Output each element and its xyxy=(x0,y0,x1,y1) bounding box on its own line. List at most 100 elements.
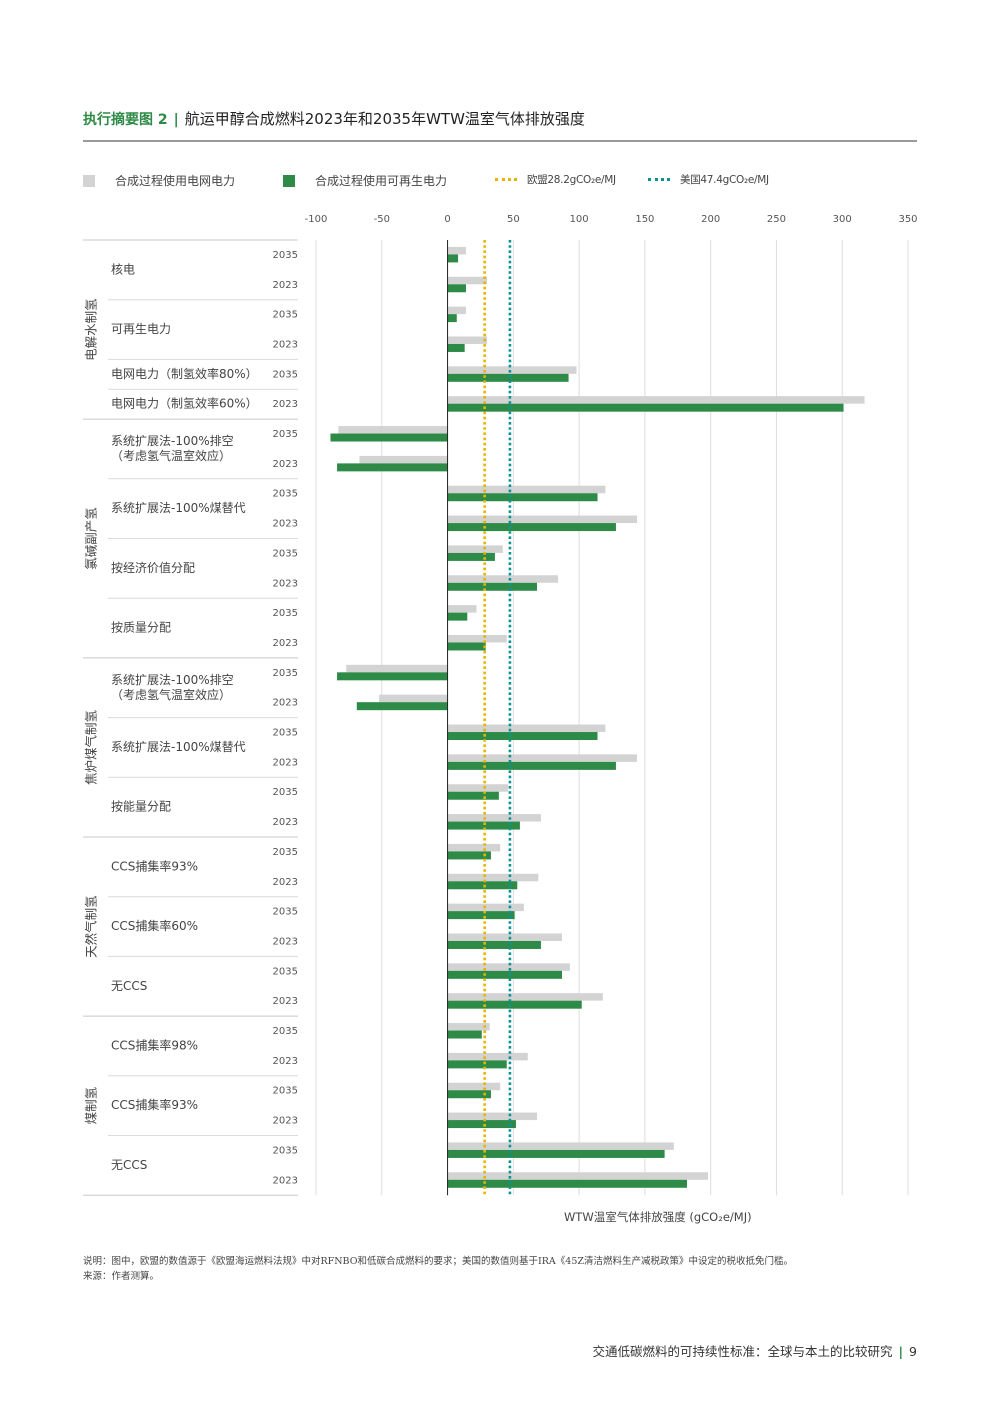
chart-notes: 说明：图中，欧盟的数值源于《欧盟海运燃料法规》中对RFNBO和低碳合成燃料的要求… xyxy=(83,1254,793,1284)
year-label: 2035 xyxy=(273,429,298,440)
legend-item-renewable: 合成过程使用可再生电力 xyxy=(283,172,447,189)
bar-grid-electricity xyxy=(447,634,507,643)
bar-grid-electricity xyxy=(447,396,865,404)
bar-renewable-electricity xyxy=(447,1060,507,1069)
bar-renewable-electricity xyxy=(356,702,448,711)
item-label: 系统扩展法-100%排空 xyxy=(111,434,234,448)
year-label: 2035 xyxy=(273,668,298,679)
page-footer: 交通低碳燃料的可持续性标准：全球与本土的比较研究 | 9 xyxy=(592,1341,917,1360)
legend-item-grid: 合成过程使用电网电力 xyxy=(83,172,235,189)
title-separator: | xyxy=(173,112,179,128)
year-label: 2023 xyxy=(273,578,298,589)
item-label: 按质量分配 xyxy=(111,621,171,635)
bar-renewable-electricity xyxy=(447,911,515,920)
bar-renewable-electricity xyxy=(447,851,491,860)
year-label: 2035 xyxy=(273,489,298,500)
year-label: 2035 xyxy=(273,548,298,559)
bar-renewable-electricity xyxy=(447,940,541,949)
bar-renewable-electricity xyxy=(447,642,486,651)
item-label: CCS捕集率60% xyxy=(111,918,198,933)
legend-item-eu: 欧盟28.2gCO₂e/MJ xyxy=(495,172,616,187)
bar-grid-electricity xyxy=(447,843,501,852)
page-number: 9 xyxy=(909,1344,917,1359)
year-label: 2035 xyxy=(273,847,298,858)
year-label: 2023 xyxy=(273,638,298,649)
item-label: 系统扩展法-100%排空 xyxy=(111,673,234,687)
bar-renewable-electricity xyxy=(447,881,518,890)
item-label: 无CCS xyxy=(111,979,147,993)
bar-grid-electricity xyxy=(447,1142,674,1150)
bar-grid-electricity xyxy=(447,933,563,941)
bar-renewable-electricity xyxy=(447,254,459,263)
year-label: 2023 xyxy=(273,877,298,888)
bar-renewable-electricity xyxy=(447,373,569,382)
legend-label-grid: 合成过程使用电网电力 xyxy=(115,174,236,188)
x-tick-label: 100 xyxy=(570,214,589,225)
bar-grid-electricity xyxy=(447,575,559,583)
figure-tag: 执行摘要图 2 xyxy=(83,112,168,128)
footer-text: 交通低碳燃料的可持续性标准：全球与本土的比较研究 xyxy=(592,1344,893,1359)
x-tick-label: -50 xyxy=(374,214,390,225)
year-label: 2035 xyxy=(273,728,298,739)
year-label: 2035 xyxy=(273,1086,298,1097)
bar-renewable-electricity xyxy=(447,970,563,979)
item-label: 电网电力（制氢效率80%） xyxy=(111,366,258,381)
bar-grid-electricity xyxy=(447,306,466,315)
bar-grid-electricity xyxy=(447,993,603,1001)
year-label: 2035 xyxy=(273,787,298,798)
bar-renewable-electricity xyxy=(447,1149,665,1158)
bar-grid-electricity xyxy=(447,814,541,822)
bar-renewable-electricity xyxy=(447,314,457,323)
bar-grid-electricity xyxy=(447,784,509,792)
bar-grid-electricity xyxy=(346,664,448,673)
x-tick-label: 300 xyxy=(833,214,852,225)
bar-renewable-electricity xyxy=(447,582,538,591)
bar-grid-electricity xyxy=(447,366,577,374)
bar-renewable-electricity xyxy=(447,1030,482,1039)
bar-grid-electricity xyxy=(447,485,606,494)
bar-renewable-electricity xyxy=(447,1000,582,1009)
year-label: 2023 xyxy=(273,757,298,768)
group-label: 煤制氢 xyxy=(84,1086,99,1124)
item-label: CCS捕集率93% xyxy=(111,1097,198,1112)
bar-grid-electricity xyxy=(447,1023,490,1031)
bar-grid-electricity xyxy=(447,1082,501,1091)
x-axis-label: WTW温室气体排放强度 (gCO₂e/MJ) xyxy=(564,1210,752,1224)
item-label: 按能量分配 xyxy=(111,800,171,814)
bar-renewable-electricity xyxy=(447,761,616,770)
x-tick-label: 150 xyxy=(635,214,654,225)
bar-grid-electricity xyxy=(379,694,448,703)
year-label: 2023 xyxy=(273,519,298,530)
item-label: （考虑氢气温室效应） xyxy=(111,687,231,702)
bar-grid-electricity xyxy=(447,1112,538,1121)
bar-renewable-electricity xyxy=(447,821,520,830)
bar-renewable-electricity xyxy=(447,612,468,621)
x-tick-label: -100 xyxy=(305,214,328,225)
group-label: 氯碱副产氢 xyxy=(84,507,99,570)
item-label: 按经济价值分配 xyxy=(111,560,195,575)
year-label: 2023 xyxy=(273,280,298,291)
x-tick-label: 350 xyxy=(898,214,917,225)
bar-grid-electricity xyxy=(447,605,477,613)
bar-grid-electricity xyxy=(447,246,466,255)
note-line-2: 来源：作者测算。 xyxy=(83,1271,160,1282)
title-rule xyxy=(83,140,917,142)
note-line-1: 说明：图中，欧盟的数值源于《欧盟海运燃料法规》中对RFNBO和低碳合成燃料的要求… xyxy=(83,1256,793,1267)
item-label: 无CCS xyxy=(111,1158,147,1172)
bar-grid-electricity xyxy=(447,724,606,733)
year-label: 2023 xyxy=(273,1056,298,1067)
year-label: 2035 xyxy=(273,310,298,321)
year-label: 2035 xyxy=(273,250,298,261)
bar-grid-electricity xyxy=(447,515,637,524)
legend-item-us: 美国47.4gCO₂e/MJ xyxy=(648,172,769,187)
x-tick-label: 0 xyxy=(444,214,450,225)
group-label: 天然气制氢 xyxy=(84,895,99,958)
bar-grid-electricity xyxy=(447,276,488,285)
bar-renewable-electricity xyxy=(447,343,465,352)
year-label: 2035 xyxy=(273,1026,298,1037)
bar-renewable-electricity xyxy=(447,523,616,532)
year-label: 2035 xyxy=(273,1145,298,1156)
year-label: 2035 xyxy=(273,608,298,619)
footer-separator: | xyxy=(898,1344,904,1359)
bar-renewable-electricity xyxy=(337,463,448,472)
